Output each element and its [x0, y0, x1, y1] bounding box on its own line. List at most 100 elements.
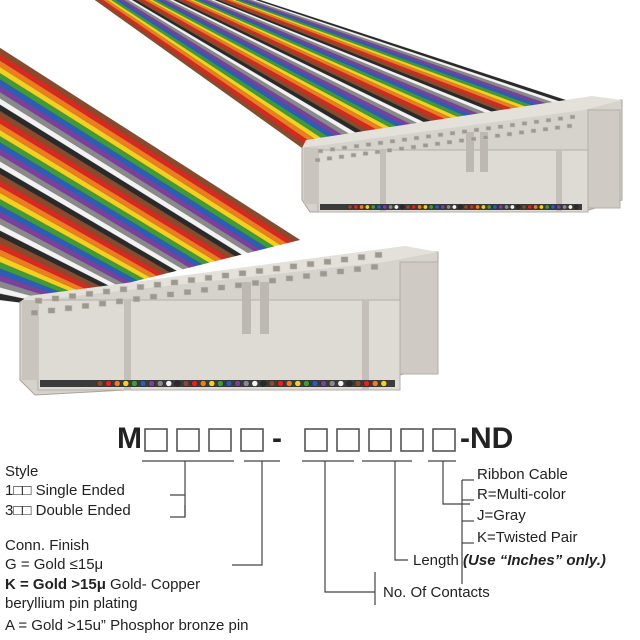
- contact-hole: [238, 270, 247, 277]
- part-number-suffix: -ND: [460, 422, 514, 455]
- wire: [0, 174, 170, 275]
- wire: [144, 0, 398, 138]
- wire: [0, 224, 118, 288]
- wire-end: [277, 380, 284, 387]
- wire-end: [353, 204, 359, 210]
- wire: [0, 218, 125, 286]
- contact-hole: [285, 275, 294, 282]
- wire-end: [480, 204, 486, 210]
- wire: [0, 268, 73, 299]
- contact-hole: [314, 157, 321, 163]
- contact-hole: [64, 305, 73, 312]
- wire-edge: [0, 224, 119, 286]
- wire-edge: [222, 0, 527, 118]
- ribbon-twisted-pair: K=Twisted Pair: [477, 529, 578, 546]
- contact-hole: [306, 260, 315, 268]
- wire-end: [347, 204, 353, 210]
- wire-end: [234, 380, 241, 387]
- wire: [0, 66, 281, 247]
- wire-end: [217, 380, 224, 387]
- wire: [222, 0, 533, 118]
- wire-edge: [193, 0, 477, 126]
- wire-edge: [140, 0, 384, 139]
- wire-edge: [119, 0, 348, 145]
- wire: [214, 0, 519, 120]
- wire-ends-left: [96, 380, 388, 387]
- wire-end: [268, 380, 276, 387]
- leader-lines: [142, 460, 474, 605]
- wire-edge: [0, 211, 132, 283]
- wire: [231, 0, 548, 116]
- wire: [0, 230, 112, 289]
- wire-end: [311, 380, 319, 387]
- contact-hole: [98, 300, 107, 307]
- contact-hole: [485, 126, 492, 131]
- contact-hole: [30, 309, 39, 316]
- placeholder-box: [208, 428, 232, 452]
- contact-hole: [449, 130, 456, 136]
- wire-edge: [255, 0, 584, 110]
- wire-end: [376, 204, 382, 210]
- wire: [0, 211, 131, 284]
- contact-hole: [340, 256, 349, 263]
- wire-edge: [0, 161, 184, 270]
- contact-hole: [255, 267, 264, 275]
- wire: [107, 0, 334, 147]
- style-single-ended: 1□□ Single Ended: [5, 482, 125, 499]
- wire-end: [411, 204, 417, 210]
- wire: [239, 0, 562, 114]
- wire-edge: [0, 53, 294, 242]
- contact-hole: [51, 295, 60, 302]
- wire: [95, 0, 313, 150]
- contact-hole: [374, 149, 381, 155]
- contact-hole: [170, 279, 179, 286]
- wire-end: [388, 204, 394, 210]
- wire-end: [405, 204, 411, 210]
- wire-end: [182, 380, 190, 387]
- wire-end: [567, 204, 573, 210]
- wire: [0, 155, 190, 270]
- wire-edge: [230, 0, 541, 116]
- contact-hole: [34, 297, 43, 304]
- wire-end: [139, 380, 147, 387]
- wire-end: [527, 204, 533, 210]
- wire: [0, 167, 177, 273]
- wire-end: [393, 204, 399, 210]
- wire-end: [285, 380, 293, 387]
- wire-edge: [136, 0, 377, 140]
- contact-hole: [494, 133, 501, 138]
- wire-end: [363, 380, 370, 387]
- contact-hole: [317, 148, 324, 154]
- wire-end: [174, 380, 181, 387]
- wire-end: [191, 380, 198, 387]
- wire-edge: [239, 0, 555, 114]
- wire-edge: [160, 0, 420, 134]
- wire: [0, 249, 92, 294]
- wire: [0, 111, 235, 258]
- connector-right: [301, 96, 623, 213]
- wire-edge: [243, 0, 562, 113]
- wire-edge: [0, 236, 106, 290]
- part-number-placeholder-boxes: [144, 428, 456, 452]
- wire: [0, 117, 229, 260]
- wire-edge: [0, 129, 216, 262]
- wire: [181, 0, 462, 128]
- wire: [0, 255, 86, 296]
- contact-hole: [338, 154, 345, 160]
- wire-edge: [177, 0, 448, 130]
- wire-edge: [164, 0, 427, 133]
- contact-hole: [68, 293, 77, 300]
- wire: [0, 180, 164, 276]
- wire: [0, 199, 144, 281]
- wire-edge: [103, 0, 320, 149]
- wire-edge: [0, 198, 145, 280]
- conn-finish-a: A = Gold >15u” Phosphor bronze pin: [5, 617, 249, 634]
- conn-finish-k-desc: Gold- Copper: [105, 576, 201, 593]
- wire-edge: [0, 186, 158, 277]
- wire-edge: [259, 0, 591, 109]
- wire: [0, 136, 209, 265]
- contact-hole: [153, 281, 162, 288]
- wire-ends-right: [347, 204, 579, 210]
- wire-end: [294, 380, 302, 387]
- contact-hole: [319, 270, 328, 277]
